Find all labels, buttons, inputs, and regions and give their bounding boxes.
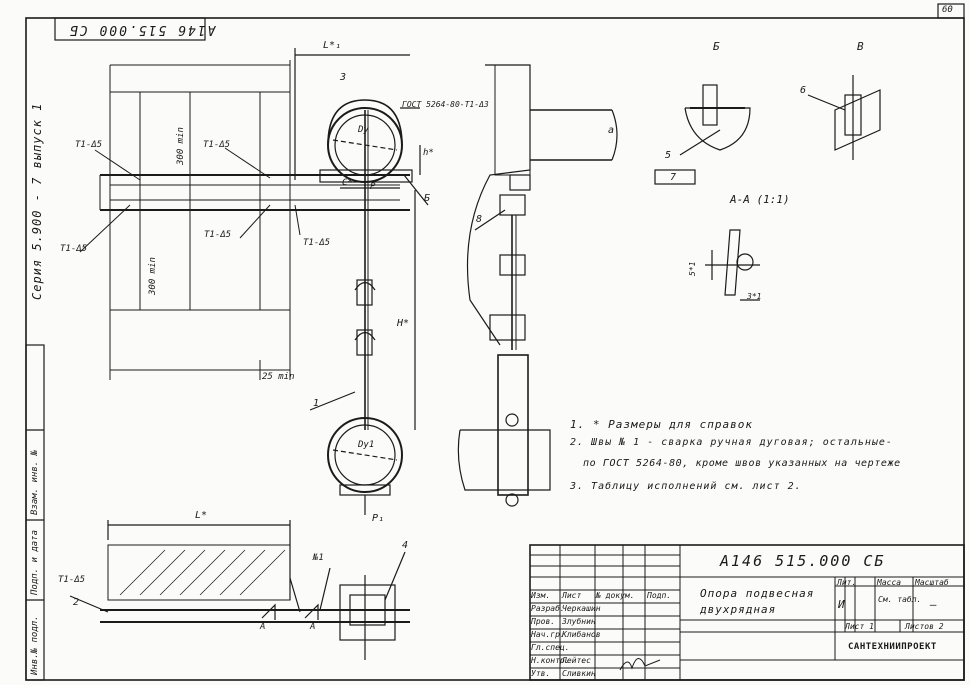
tb-designation: А146 515.000 СБ: [720, 552, 886, 570]
left-stamp: [25, 344, 45, 681]
dim-H: H*: [397, 318, 410, 329]
tb-scale-header: Масштаб: [915, 578, 949, 587]
item-8: 8: [476, 214, 483, 225]
top-designation: А146 515.000 СБ: [68, 22, 216, 37]
series-label: Серия 5.900 - 7 выпуск 1: [30, 102, 44, 300]
weld-label: Т1-Δ5: [58, 575, 86, 585]
weld-label: Т1-Δ5: [75, 140, 103, 150]
tb-sheets: Листов 2: [905, 622, 944, 631]
tb-row: Пров.Злубнин: [531, 617, 596, 626]
sheet-number-box: [937, 3, 965, 19]
tb-row: Утв.Сливкин: [531, 669, 596, 678]
tb-mass: См. табл.: [878, 595, 922, 604]
weld-label: Т1-Δ5: [204, 230, 232, 240]
item-6: 6: [800, 85, 807, 96]
side-view: [457, 64, 618, 507]
note-2-cont: по ГОСТ 5264-80, кроме швов указанных на…: [583, 458, 901, 469]
tb-title-2: двухрядная: [700, 603, 777, 616]
stamp-sign: Подп. и дата: [30, 529, 40, 595]
title-block-lines: [529, 544, 965, 681]
tb-sheet: Лист 1: [845, 622, 874, 631]
dim-p: P: [370, 182, 376, 192]
tb-row: Разраб.Черкашин: [531, 604, 601, 613]
weld-label: Т1-Δ5: [60, 244, 88, 254]
item-3: 3: [340, 72, 347, 83]
tb-lit-header: Лит.: [837, 578, 857, 587]
dim-h: h*: [423, 148, 434, 158]
dim-300-top: 300 min: [176, 127, 186, 165]
weld-label: Т1-Δ5: [303, 238, 331, 248]
section-b-label: Б: [713, 40, 720, 53]
left-view: [79, 60, 410, 380]
section-aa-label: А-А (1:1): [730, 193, 790, 206]
dim-L: L*: [195, 510, 208, 521]
front-view: [294, 48, 429, 515]
section-mark-a2: A: [310, 622, 316, 632]
tb-scale: —: [930, 598, 937, 611]
item-n1: №1: [313, 553, 324, 563]
dim-dy: Dy: [358, 125, 369, 135]
dim-three: 3*1: [747, 292, 762, 301]
dim-dy1: Dy1: [358, 440, 375, 450]
detail-aa: [705, 229, 760, 301]
dim-p1: P₁: [372, 513, 385, 524]
tb-organization: САНТЕХНИИПРОЕКТ: [848, 642, 937, 652]
item-4: 4: [402, 540, 409, 551]
detail-v: [807, 75, 881, 160]
item-2: 2: [73, 597, 80, 608]
dim-l1: L*₁: [323, 40, 342, 51]
tb-lit: И: [838, 598, 845, 611]
dim-c: C*: [342, 178, 353, 188]
dim-five: 5*1: [688, 261, 697, 276]
plan-view: [69, 520, 410, 660]
item-7: 7: [670, 172, 677, 183]
stamp-replace: Взам. инв. №: [30, 449, 40, 515]
sheet-number: 60: [942, 5, 953, 15]
item-b: Б: [424, 193, 431, 204]
dim-25: 25 min: [262, 372, 295, 382]
signature: [619, 658, 661, 671]
tb-row: Гл.спец.: [531, 643, 570, 652]
item-5: 5: [665, 150, 672, 161]
tb-title-1: Опора подвесная: [700, 587, 815, 600]
stamp-inv: Инв.№ подл.: [30, 615, 40, 675]
code-box: [54, 17, 206, 41]
tb-mass-header: Масса: [877, 578, 902, 587]
item-1: 1: [313, 398, 320, 409]
dim-300-bottom: 300 min: [148, 257, 158, 295]
tb-row: Нач.гр.Клибанов: [531, 630, 601, 639]
note-1: 1. * Размеры для справок: [570, 418, 753, 431]
note-3: 3. Таблицу исполнений см. лист 2.: [570, 481, 802, 492]
note-2: 2. Швы № 1 - сварка ручная дуговая; оста…: [570, 437, 893, 448]
item-a: а: [608, 125, 615, 136]
detail-b: [654, 84, 751, 185]
weld-label: Т1-Δ5: [203, 140, 231, 150]
tb-row: Н.контр.Лейтес: [531, 656, 591, 665]
section-v-label: В: [857, 40, 864, 53]
section-mark-a1: A: [260, 622, 266, 632]
gost-label: ГОСТ 5264-80-Т1-Δ3: [402, 100, 489, 109]
